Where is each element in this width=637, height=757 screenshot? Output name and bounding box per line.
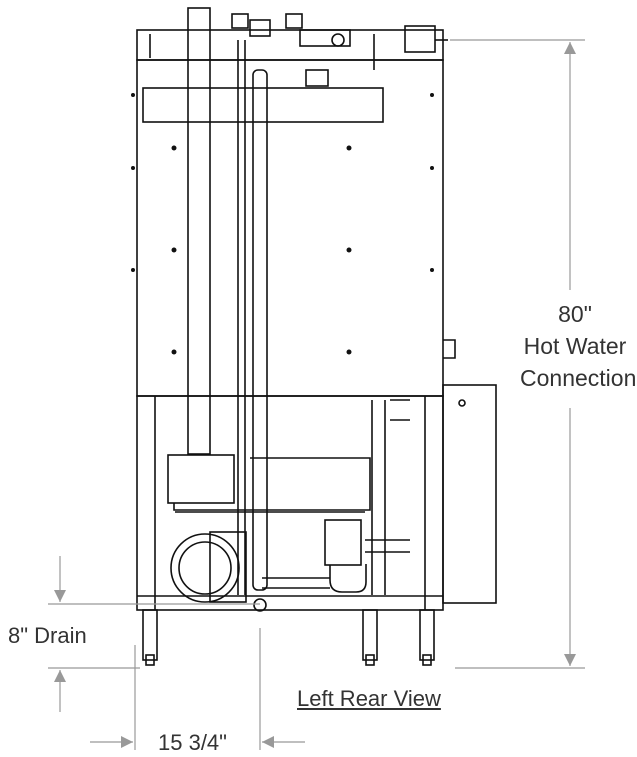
- top-header: [136, 29, 444, 61]
- vent-pipe: [187, 7, 211, 455]
- height-dimension-label: 80" Hot Water Connection: [520, 298, 637, 394]
- upper-cabinet: [136, 59, 444, 397]
- height-caption-line1: Hot Water: [523, 333, 627, 359]
- foot-right: [419, 609, 435, 661]
- dimension-lines: [48, 39, 585, 750]
- junction-box: [442, 384, 497, 604]
- height-value: 80": [558, 301, 592, 327]
- pump-motor: [170, 533, 240, 603]
- foot-center: [362, 609, 378, 661]
- view-title: Left Rear View: [297, 686, 441, 711]
- mounting-holes: [131, 93, 434, 355]
- pump-body: [324, 519, 362, 566]
- height-caption-line2: Connection: [520, 365, 637, 391]
- drain-dimension-label: 8" Drain: [8, 623, 87, 648]
- machine-outline: [136, 7, 497, 666]
- foot-left: [142, 609, 158, 661]
- fill-pipe: [252, 69, 268, 591]
- drain-tray: [167, 454, 235, 504]
- width-dimension-label: 15 3/4": [158, 730, 227, 755]
- hanger-bracket: [142, 87, 384, 123]
